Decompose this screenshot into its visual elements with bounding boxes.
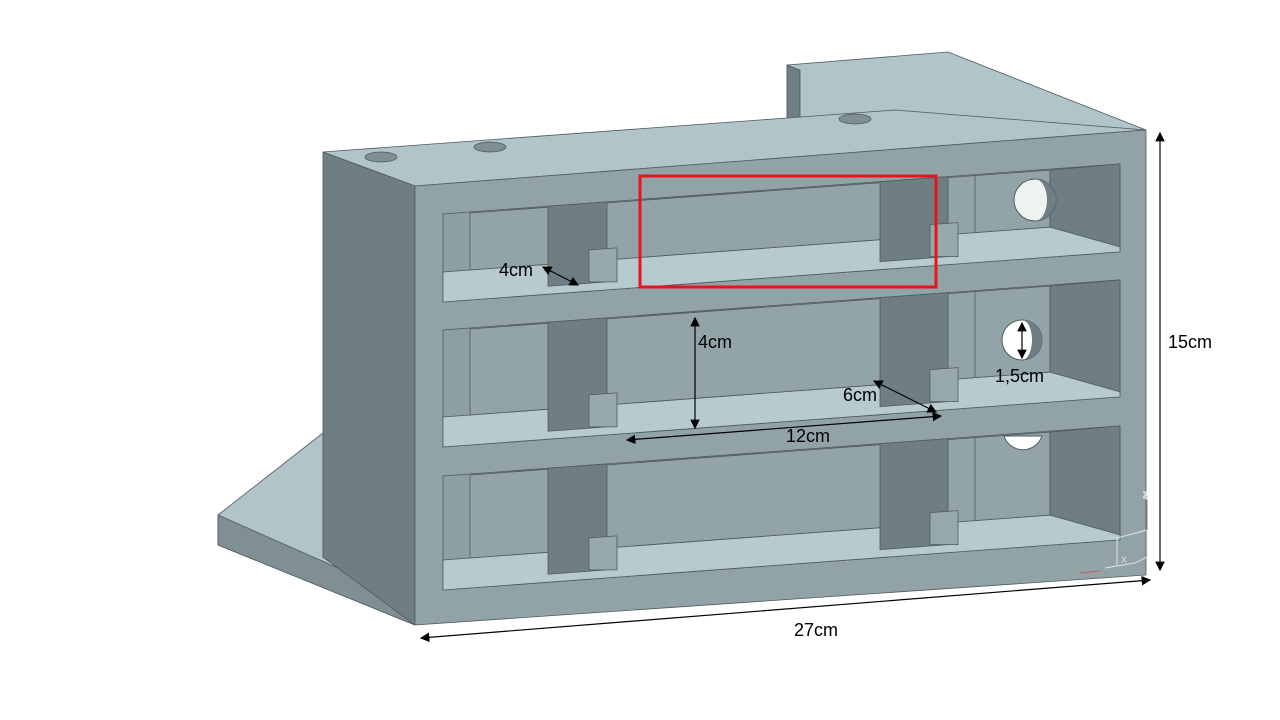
axis-z-label: Z	[1143, 491, 1148, 500]
left-side-face	[322, 151, 416, 626]
dimension-lines	[419, 131, 1165, 643]
dim-total-width: 27cm	[794, 620, 838, 640]
dim-compartment-width: 12cm	[786, 426, 830, 446]
compartment-right-wall	[1049, 279, 1121, 393]
side-holes	[1001, 178, 1057, 451]
dim-total-height: 15cm	[1168, 332, 1212, 352]
dim-shelf-depth: 4cm	[499, 260, 533, 280]
compartment-right-wall	[1049, 425, 1121, 536]
top-hole-icon	[473, 141, 507, 153]
partition-notch	[929, 222, 959, 258]
dim-shelf-height: 4cm	[698, 332, 732, 352]
top-hole-icon	[838, 113, 872, 125]
dim-partition-depth: 6cm	[843, 385, 877, 405]
axis-x-label: X	[1121, 555, 1127, 565]
highlight-box	[638, 174, 938, 289]
partition-notch	[588, 535, 618, 571]
partition-notch	[929, 510, 959, 546]
dim-hole-diameter: 1,5cm	[995, 366, 1044, 386]
partition-notch	[588, 247, 618, 283]
partition-notch	[929, 367, 959, 403]
axis-triad-icon: X Z	[1079, 491, 1149, 574]
top-hole-icon	[364, 151, 398, 163]
partition-notch	[588, 392, 618, 428]
